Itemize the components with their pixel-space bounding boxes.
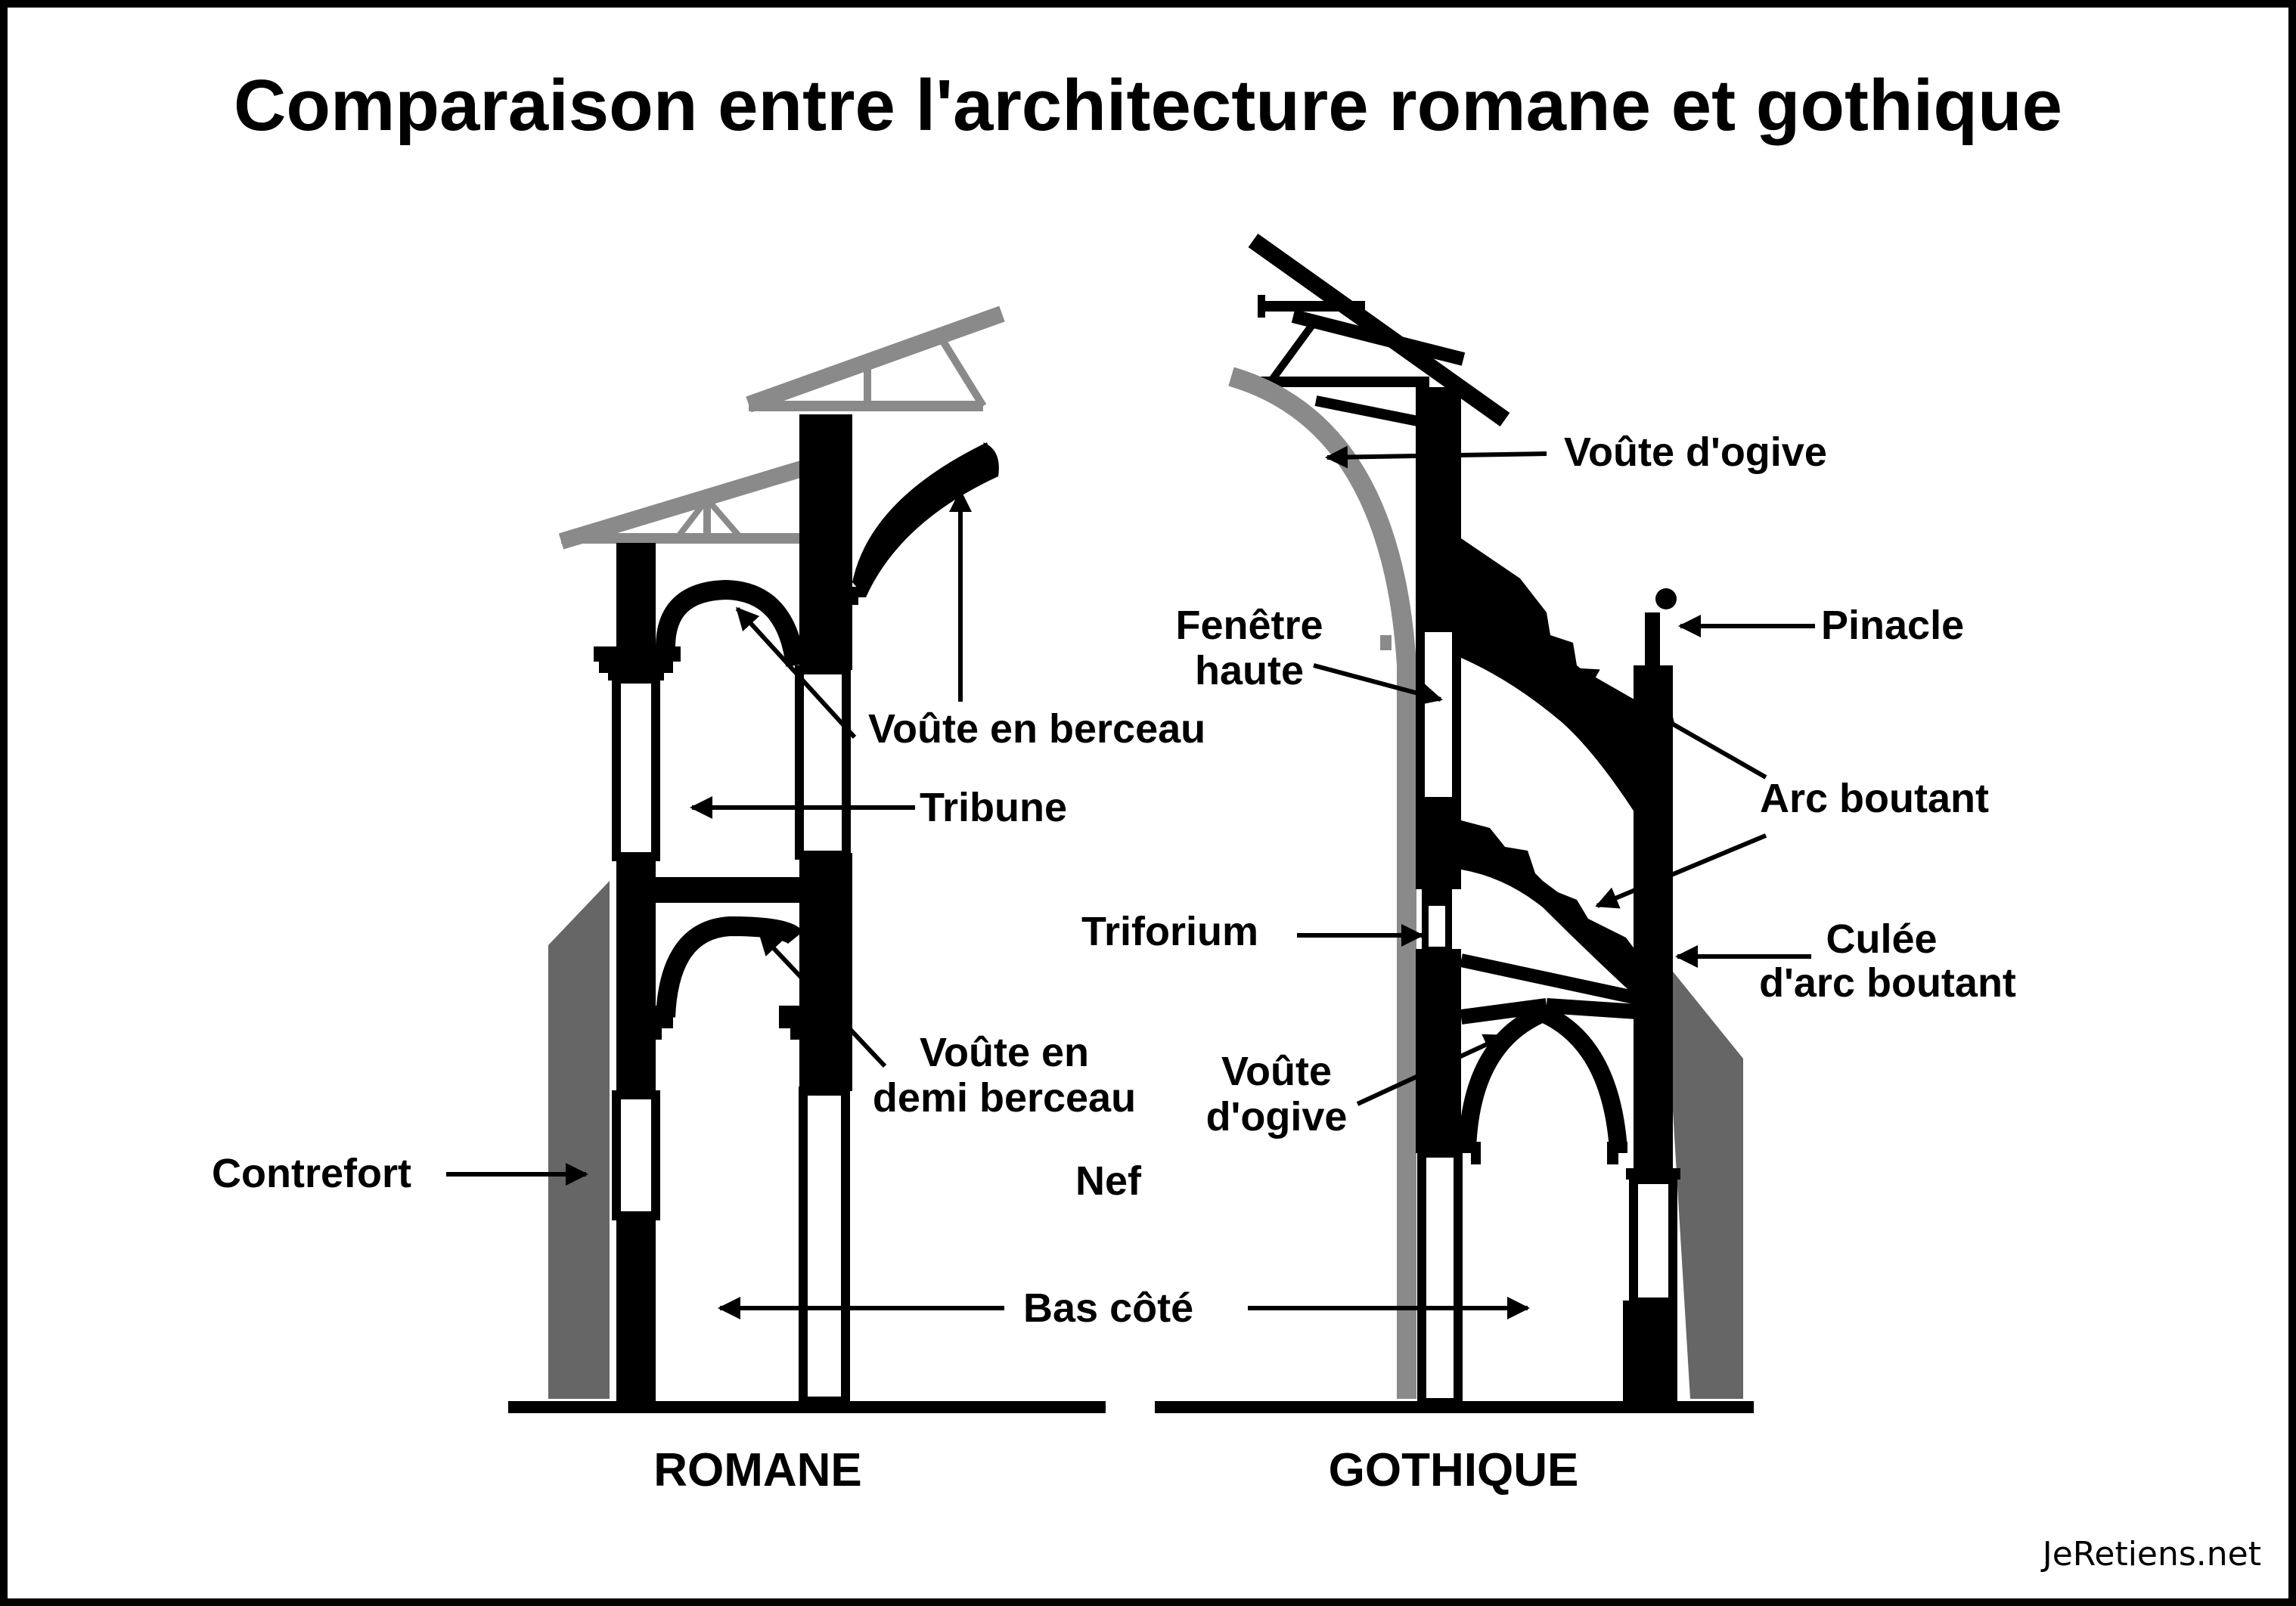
label-culee-line2: d'arc boutant <box>1759 960 2016 1006</box>
label-tribune: Tribune <box>920 785 1067 830</box>
romane-section <box>508 305 1106 1413</box>
label-voute-ogive-line1: Voûte <box>1221 1049 1332 1094</box>
label-voute-ogive-line2: d'ogive <box>1206 1094 1348 1139</box>
label-contrefort: Contrefort <box>212 1151 411 1196</box>
gothique-vault-gray <box>1228 367 1416 1399</box>
label-voute-demi-line2: demi berceau <box>873 1075 1136 1121</box>
label-culee-line1: Culée <box>1826 916 1937 962</box>
label-bas-cote: Bas côté <box>1023 1285 1193 1331</box>
label-arc-boutant: Arc boutant <box>1760 776 1989 821</box>
label-voute-berceau: Voûte en berceau <box>868 706 1205 752</box>
romane-contrefort-shape <box>548 881 610 1399</box>
label-voute-ogive-top: Voûte d'ogive <box>1564 429 1827 475</box>
label-triforium: Triforium <box>1081 909 1258 954</box>
labels: Voûte en berceau Tribune Voûte en demi b… <box>212 429 2261 1573</box>
label-fenetre-line2: haute <box>1195 648 1304 693</box>
romane-ground <box>508 1401 1106 1413</box>
gothique-ground <box>1155 1401 1754 1413</box>
gothique-section <box>1155 234 1754 1413</box>
label-pinacle: Pinacle <box>1821 603 1964 648</box>
gothique-roof <box>1248 234 1510 429</box>
caption-gothique: GOTHIQUE <box>1329 1444 1579 1496</box>
label-nef: Nef <box>1075 1158 1142 1204</box>
romane-roof <box>558 305 1005 550</box>
label-voute-demi-line1: Voûte en <box>920 1030 1089 1075</box>
label-arrows <box>446 445 1815 1319</box>
page-title: Comparaison entre l'architecture romane … <box>234 65 2062 146</box>
label-fenetre-line1: Fenêtre <box>1175 603 1323 648</box>
caption-romane: ROMANE <box>653 1444 862 1496</box>
credit-text: JeRetiens.net <box>2040 1535 2261 1573</box>
